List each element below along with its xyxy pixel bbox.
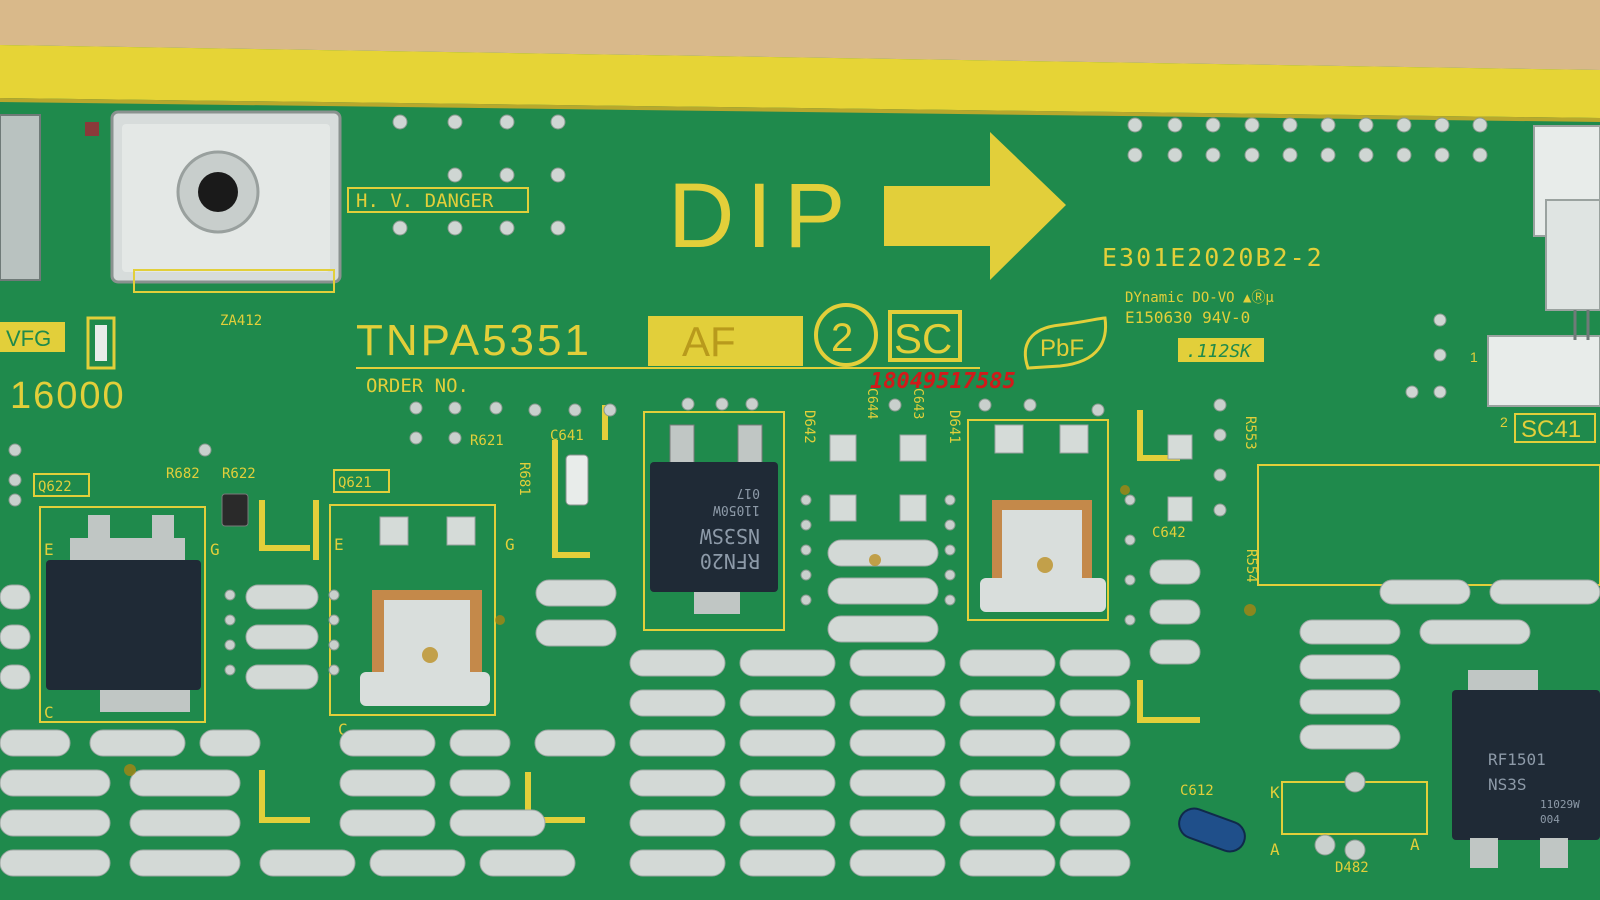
- sc41-label: SC41: [1521, 416, 1581, 443]
- ref-k: K: [1270, 783, 1280, 802]
- svg-text:2: 2: [1500, 414, 1508, 430]
- capacitor-c641: [565, 454, 589, 506]
- ref-c1: C: [44, 703, 54, 722]
- ref-g1: G: [210, 540, 220, 559]
- direction-arrow-icon: [884, 132, 1066, 280]
- model-suffix: AF: [682, 318, 736, 365]
- transistor-right: RF1501 NS3S 11029W 004: [1452, 670, 1600, 868]
- circled-number: 2: [831, 316, 853, 360]
- ref-c612: C612: [1180, 783, 1214, 799]
- ref-c2: C: [338, 720, 348, 739]
- ref-r682: R682: [166, 466, 200, 482]
- ref-d641: D641: [946, 410, 962, 444]
- dip-label: DIP: [668, 165, 857, 267]
- capacitor-c612: [1178, 807, 1246, 853]
- terminal-hole-icon: [198, 172, 238, 212]
- hv-danger-label: H. V. DANGER: [356, 190, 494, 212]
- ref-c641: C641: [550, 428, 584, 444]
- chip-text-line: RFN20: [700, 549, 760, 573]
- power-pads: [360, 500, 1106, 706]
- diode-d642: RFN20 NS3SW 11050W 017: [650, 424, 778, 614]
- model-number: TNPA5351: [356, 316, 592, 365]
- board-code: E301E2020B2-2: [1102, 243, 1324, 272]
- ref-a2: A: [1410, 835, 1420, 854]
- vfg-label: VFG: [6, 326, 51, 351]
- rating-label: E150630 94V-0: [1125, 308, 1250, 327]
- chip-text-line: NS3SW: [699, 524, 760, 548]
- chip-text-line: RF1501: [1488, 750, 1546, 769]
- ref-q621: Q621: [338, 475, 372, 491]
- chip-text-line: 11050W: [713, 502, 760, 517]
- number-label: 16000: [10, 375, 126, 417]
- smd-part: [221, 493, 249, 527]
- pbf-label: PbF: [1040, 335, 1084, 362]
- transistor-q622: [46, 515, 201, 712]
- lot-label: .112SK: [1186, 341, 1252, 362]
- ref-c644: C644: [864, 388, 879, 419]
- flux-residue: [124, 485, 1256, 776]
- ref-d642: D642: [801, 410, 817, 444]
- svg-text:1: 1: [1470, 349, 1478, 365]
- pbf-leaf-icon: [1023, 316, 1108, 370]
- via-holes-mid: [8, 397, 1366, 861]
- ref-c643: C643: [910, 388, 925, 419]
- square-pads: [379, 424, 1193, 546]
- ref-d482: D482: [1335, 860, 1369, 876]
- chip-text-line: 004: [1540, 813, 1560, 826]
- ref-e1: E: [44, 540, 54, 559]
- ref-c642: C642: [1152, 525, 1186, 541]
- ref-r621: R621: [470, 433, 504, 449]
- hv-terminal: [110, 110, 342, 293]
- board-edge-strip: [0, 45, 1600, 118]
- chip-text-line: NS3S: [1488, 775, 1527, 794]
- za412-label: ZA412: [220, 313, 262, 329]
- watermark-phone: 18049517585: [870, 369, 1016, 394]
- ref-a: A: [1270, 840, 1280, 859]
- right-connector: [1487, 125, 1600, 407]
- table-surface: [0, 0, 1600, 70]
- sc-label: SC: [894, 315, 952, 362]
- ref-g2: G: [505, 535, 515, 554]
- left-connector: [0, 114, 41, 281]
- ref-e2: E: [334, 535, 344, 554]
- ref-r553: R553: [1242, 416, 1258, 450]
- via-holes-top: [392, 114, 1488, 399]
- order-no-label: ORDER NO.: [366, 375, 469, 397]
- ref-r681: R681: [516, 462, 532, 496]
- dynamic-label: DYnamic DO-VO ▲Ⓡμ: [1125, 290, 1274, 306]
- solder-slots: [0, 539, 1600, 877]
- chip-text-line: 017: [737, 485, 760, 500]
- ref-q622: Q622: [38, 479, 72, 495]
- ref-r554: R554: [1243, 549, 1259, 583]
- ref-r622: R622: [222, 466, 256, 482]
- chip-text-line: 11029W: [1540, 798, 1580, 811]
